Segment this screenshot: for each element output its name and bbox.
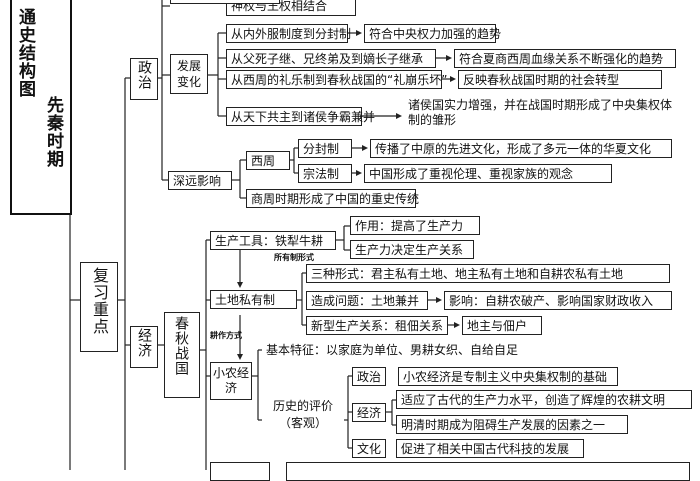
shang-zhou-box: 商周时期形成了中国的重史传统: [246, 189, 419, 208]
eval-culture: 文化: [352, 439, 386, 458]
title-box: 通史结构图 先秦时期: [10, 0, 72, 215]
small-farm-label: 小农经济: [213, 366, 250, 395]
land-relation-parties: 地主与佃户: [462, 316, 542, 335]
tools-box: 生产工具：铁犁牛耕: [210, 231, 336, 250]
land-box: 土地私有制: [210, 290, 297, 309]
period-label: 春秋战国: [173, 316, 189, 376]
review-label: 复习重点: [90, 267, 109, 335]
review-box: 复习重点: [80, 262, 118, 352]
bottom-partial-box-2: [286, 462, 690, 481]
fenfeng-effect: 传播了中原的先进文化，形成了多元一体的华夏文化: [370, 139, 672, 158]
dev-result-4: 诸侯国实力增强，并在战国时期形成了中央集权体制的雏形: [404, 96, 682, 134]
tools-effect-1: 作用：提高了生产力: [350, 216, 480, 235]
eval-politics: 政治: [352, 367, 386, 386]
tools-effect-2: 生产力决定生产关系: [350, 240, 474, 259]
land-new-relation: 新型生产关系：租佃关系: [306, 316, 448, 335]
eval-culture-text: 促进了相关中国古代科技的发展: [396, 439, 584, 458]
land-impact: 影响：自耕农破产、影响国家财政收入: [444, 291, 672, 310]
zongfa-box: 宗法制: [298, 164, 352, 183]
dev-change-4: 从天下共主到诸侯争霸兼并: [226, 107, 375, 126]
land-forms: 三种形式：君主私有土地、地主私有土地和自耕农私有土地: [306, 264, 670, 283]
operation-note: 耕作方式: [210, 331, 242, 340]
title-main: 通史结构图: [15, 8, 35, 98]
top-partial-box: [170, 0, 280, 4]
dev-change-2: 从父死子继、兄终弟及到嫡长子继承: [226, 49, 436, 68]
eval-economy: 经济: [352, 403, 386, 422]
western-zhou-box: 西周: [246, 151, 290, 170]
connector-lines: [69, 0, 396, 470]
influence-box: 深远影响: [168, 171, 232, 190]
bottom-partial-box: [210, 462, 270, 481]
dev-change-1: 从内外服制度到分封制: [226, 24, 351, 43]
economy-label: 经济: [136, 328, 152, 358]
dev-result-3: 反映春秋战国时期的社会转型: [458, 70, 662, 89]
dev-result-2: 符合夏商西周血缘关系不断强化的趋势: [454, 49, 676, 68]
fenfeng-box: 分封制: [298, 139, 352, 158]
period-box: 春秋战国: [164, 312, 200, 398]
arrow-lines: [237, 30, 460, 360]
dev-change-3: 从西周的礼乐制到春秋战国的“礼崩乐坏”: [226, 70, 447, 89]
dev-result-1: 符合中央权力加强的趋势: [364, 24, 501, 43]
eval-economy-text-1: 适应了古代的生产力水平，创造了辉煌的农耕文明: [396, 390, 692, 409]
development-label: 发展变化: [176, 59, 201, 89]
economy-box: 经济: [130, 326, 158, 368]
zongfa-effect: 中国形成了重视伦理、重视家族的观念: [364, 164, 612, 183]
development-box: 发展变化: [170, 54, 208, 94]
politics-box: 政治: [130, 58, 158, 100]
politics-label: 政治: [136, 60, 152, 90]
ownership-note: 所有制形式: [274, 253, 314, 262]
title-sub: 先秦时期: [43, 96, 63, 168]
land-problem: 造成问题：土地兼并: [306, 291, 428, 310]
small-farm-box: 小农经济: [210, 362, 252, 400]
eval-politics-text: 小农经济是专制主义中央集权制的基础: [398, 367, 618, 386]
eval-economy-text-2: 明清时期成为阻碍生产发展的因素之一: [396, 415, 628, 434]
small-farm-feature: 基本特征：以家庭为单位、男耕女织、自给自足: [262, 341, 544, 360]
evaluation-box: 历史的评价（客观）: [262, 396, 344, 436]
